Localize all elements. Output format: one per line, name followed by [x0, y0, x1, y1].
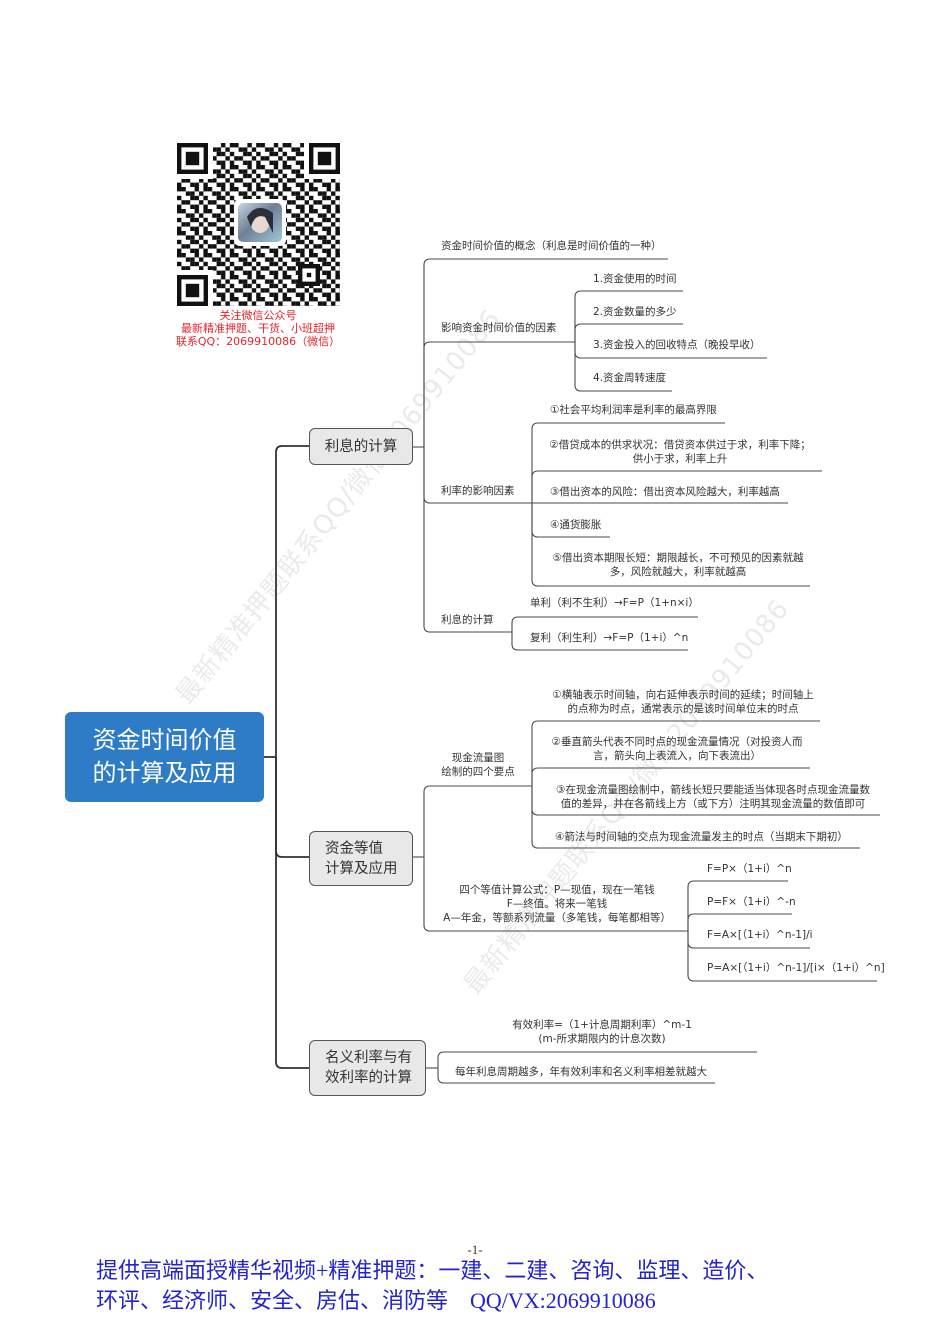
branch-topic-equivalent-value: 资金等值 计算及应用 [309, 831, 413, 886]
list-item: 3.资金投入的回收特点（晚投早收） [593, 339, 761, 351]
avatar-photo [238, 203, 282, 242]
list-item: ②垂直箭头代表不同时点的现金流量情况（对投资人而 言，箭头向上表流入，向下表流出… [551, 736, 803, 762]
list-item: ①横轴表示时间轴，向右延伸表示时间的延续；时间轴上 的点称为时点，通常表示的是该… [552, 689, 814, 715]
subtopic-time-value-factors: 影响资金时间价值的因素 [441, 322, 557, 334]
list-item: ④通货膨胀 [550, 519, 602, 531]
subtopic-equivalence-formulas: 四个等值计算公式：P—现值，现在一笔钱 F—终值。将来一笔钱 A—年金，等额系列… [443, 884, 671, 924]
list-item: 1.资金使用的时间 [593, 273, 677, 285]
list-item: 4.资金周转速度 [593, 372, 667, 384]
footer-ad-text: 提供高端面授精华视频+精准押题：一建、二建、咨询、监理、造价、 环评、经济师、安… [96, 1258, 769, 1313]
list-item: ③借出资本的风险：借出资本风险越大，利率越高 [550, 486, 780, 498]
page-number: -1- [467, 1242, 483, 1257]
qr-caption: 关注微信公众号 最新精准押题、干货、小班超押 联系QQ：2069910086（微… [175, 309, 341, 348]
formula-item: F=A×[（1+i）^n-1]/i [707, 929, 813, 941]
formula-effective-rate: 有效利率=（1+计息周期利率）^m-1 (m-所求期限内的计息次数) [512, 1019, 692, 1045]
root-topic: 资金时间价值 的计算及应用 [65, 712, 264, 802]
formula-compound-interest: 复利（利生利）→F=P（1+i）^n [530, 632, 689, 644]
formula-item: P=F×（1+i）^-n [707, 896, 796, 908]
subtopic-rate-difference-note: 每年利息周期越多，年有效利率和名义利率相差就越大 [455, 1066, 707, 1078]
branch-topic-nominal-effective-rate: 名义利率与有 效利率的计算 [309, 1040, 426, 1096]
subtopic-interest-calc: 利息的计算 [441, 614, 494, 626]
subtopic-cash-flow-diagram: 现金流量图 绘制的四个要点 [441, 752, 515, 778]
list-item: ④箭法与时间轴的交点为现金流量发主的时点（当期末下期初） [555, 831, 848, 843]
formula-simple-interest: 单利（利不生利）→F=P（1+n×i） [530, 597, 699, 609]
formula-item: F=P×（1+i）^n [707, 863, 792, 875]
list-item: ①社会平均利润率是利率的最高界限 [550, 404, 717, 416]
branch-topic-interest-calculation: 利息的计算 [309, 428, 413, 465]
list-item: ②借贷成本的供求状况：借贷资本供过于求，利率下降； 供小于求，利率上升 [549, 439, 811, 465]
qr-code-icon [177, 143, 340, 306]
list-item: ③在现金流量图绘制中，箭线长短只要能适当体现各时点现金流量数 值的差异，并在各箭… [556, 784, 870, 810]
formula-item: P=A×[（1+i）^n-1]/[i×（1+i）^n] [707, 962, 885, 974]
list-item: ⑤借出资本期限长短：期限越长，不可预见的因素就越 多，风险就越大，利率就越高 [552, 552, 804, 578]
list-item: 2.资金数量的多少 [593, 306, 677, 318]
subtopic-time-value-concept: 资金时间价值的概念（利息是时间价值的一种） [441, 240, 662, 252]
subtopic-rate-factors: 利率的影响因素 [441, 485, 515, 497]
